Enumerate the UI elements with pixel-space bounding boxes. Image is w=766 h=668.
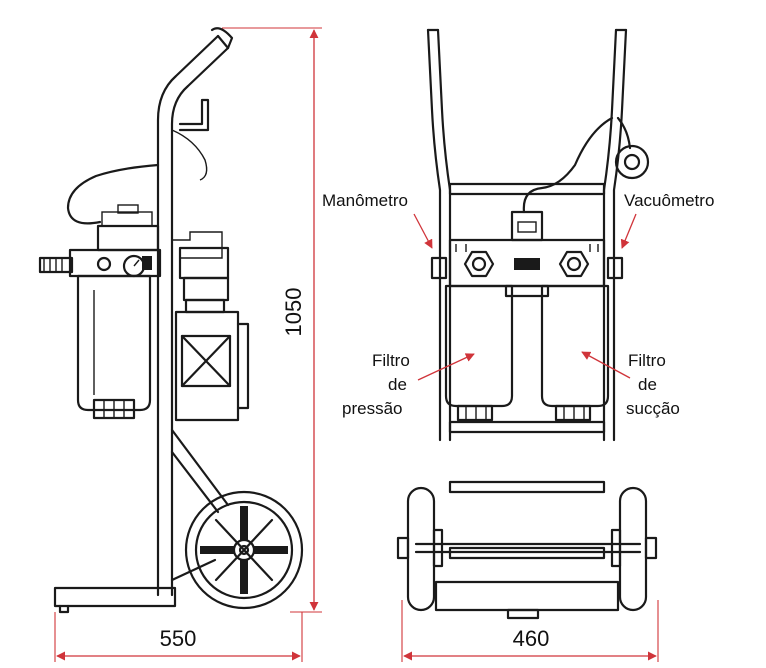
side-pump-motor	[172, 231, 250, 422]
front-view: 460 Manômetro Vacuômetro Filtro de press…	[322, 28, 714, 662]
manometer-callout: Manômetro	[322, 191, 433, 249]
side-hose	[66, 163, 160, 225]
front-wheel-left	[396, 486, 444, 612]
suction-filter-label-line3: sucção	[626, 399, 680, 418]
vacuometer-label: Vacuômetro	[624, 191, 714, 210]
front-manifold	[430, 210, 624, 298]
front-hose	[522, 116, 614, 214]
front-wheel-right	[610, 486, 658, 612]
pressure-filter-housing	[444, 284, 514, 422]
front-width-dimension: 460	[401, 600, 659, 662]
side-width-dimension-text: 550	[160, 626, 197, 651]
pressure-filter-label-line3: pressão	[342, 399, 402, 418]
side-view: 1050 550	[38, 27, 322, 662]
suction-filter-housing	[540, 284, 610, 422]
side-wheel	[184, 490, 304, 610]
side-width-dimension: 550	[54, 612, 303, 662]
height-dimension-text: 1050	[281, 288, 306, 337]
height-dimension: 1050	[222, 27, 322, 613]
suction-filter-label-line2: de	[638, 375, 657, 394]
pressure-filter-label-line2: de	[388, 375, 407, 394]
vacuometer-callout: Vacuômetro	[620, 191, 714, 249]
front-frame	[414, 28, 642, 620]
pressure-filter-callout: Filtro de pressão	[342, 351, 475, 418]
pressure-filter-label-line1: Filtro	[372, 351, 410, 370]
vacuometer-gauge	[614, 144, 650, 180]
manometer-label: Manômetro	[322, 191, 408, 210]
front-width-dimension-text: 460	[513, 626, 550, 651]
side-frame	[53, 27, 234, 614]
side-filter	[38, 204, 162, 420]
suction-filter-label-line1: Filtro	[628, 351, 666, 370]
suction-filter-callout: Filtro de sucção	[581, 351, 680, 418]
